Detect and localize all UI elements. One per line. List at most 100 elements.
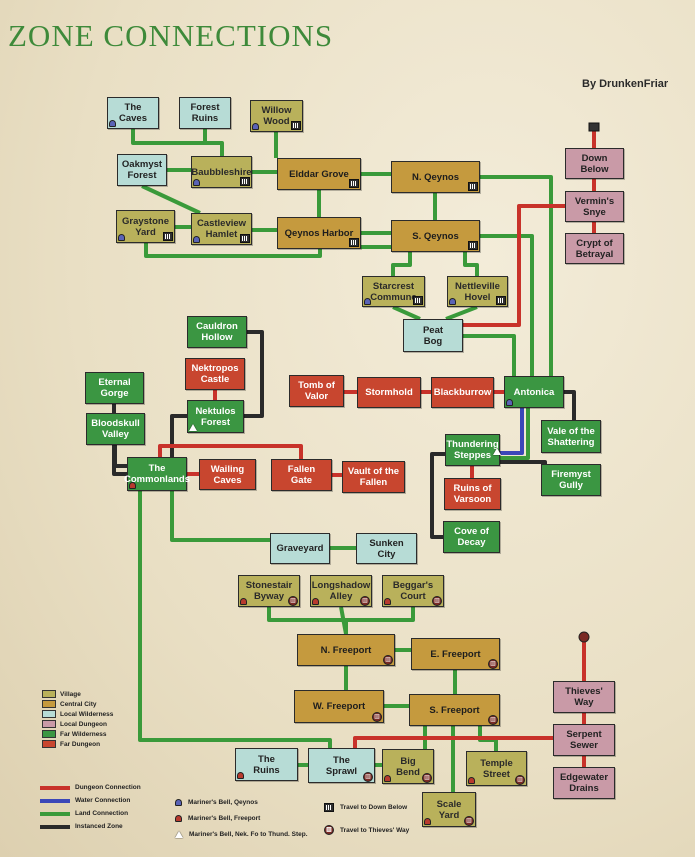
thieves-way-travel-icon: ▥ bbox=[324, 825, 334, 835]
zone-w-freeport: W. Freeport bbox=[294, 690, 384, 723]
thieves-way-travel-icon: ▥ bbox=[432, 596, 442, 606]
legend-line-swatch bbox=[40, 785, 70, 790]
zone-crypt-of-betrayal: Crypt of Betrayal bbox=[565, 233, 624, 264]
author-credit: By DrunkenFriar bbox=[582, 78, 669, 90]
connection-s-qeynos-to-starcrest-commune bbox=[391, 252, 412, 276]
zone-ruins-of-varsoon: Ruins of Varsoon bbox=[444, 478, 501, 510]
zone-stonestair-byway: Stonestair Byway bbox=[238, 575, 300, 607]
bell-qeynos-icon bbox=[175, 799, 182, 806]
thieves-way-travel-icon: ▥ bbox=[422, 773, 432, 783]
connection-the-commonlands-to-the-sprawl bbox=[138, 491, 332, 748]
thieves-way-travel-icon: ▥ bbox=[488, 715, 498, 725]
zone-longshadow-alley: Longshadow Alley bbox=[310, 575, 372, 607]
thieves-way-travel-icon: ▥ bbox=[488, 659, 498, 669]
bell-nek-icon bbox=[493, 448, 501, 455]
legend-marker-4: ▥ Travel to Thieves' Way bbox=[324, 825, 409, 835]
legend-item-water-connection: Water Connection bbox=[40, 797, 130, 804]
zone-tomb-of-valor: Tomb of Valor bbox=[289, 375, 344, 407]
legend-label: Far Wilderness bbox=[60, 730, 107, 738]
zone-thieves-way: Thieves' Way bbox=[553, 681, 615, 713]
connection-starcrest-commune-to-peat-bog bbox=[392, 305, 421, 321]
connection-serpent-sewer-to-the-sprawl bbox=[353, 736, 553, 748]
zone-oakmyst-forest: Oakmyst Forest bbox=[117, 154, 167, 186]
zone-s-qeynos: S. Qeynos bbox=[391, 220, 480, 252]
legend-line-swatch bbox=[40, 798, 70, 803]
zone-s-freeport: S. Freeport bbox=[409, 694, 500, 726]
legend-swatch bbox=[42, 740, 56, 748]
zone-stormhold: Stormhold bbox=[357, 377, 421, 408]
legend-swatch bbox=[42, 700, 56, 708]
thieves-way-travel-icon: ▥ bbox=[360, 596, 370, 606]
zone-qeynos-harbor: Qeynos Harbor bbox=[277, 217, 361, 249]
zone-blackburrow: Blackburrow bbox=[431, 377, 494, 408]
connection-antonica-to-thundering-steppes bbox=[500, 408, 524, 455]
connection-thundering-steppes-to-cove-of-decay bbox=[430, 452, 445, 539]
legend-swatch bbox=[42, 730, 56, 738]
legend-item-localwild: Local Wilderness bbox=[42, 710, 113, 718]
zone-bloodskull-valley: Bloodskull Valley bbox=[86, 413, 145, 445]
legend-marker-0: Mariner's Bell, Qeynos bbox=[175, 799, 258, 806]
zone-n-freeport: N. Freeport bbox=[297, 634, 395, 666]
legend-label: Water Connection bbox=[75, 797, 131, 804]
bell-qeynos-icon bbox=[252, 123, 259, 130]
legend-item-dungeon-connection: Dungeon Connection bbox=[40, 784, 141, 791]
down-below-travel-icon bbox=[496, 296, 506, 305]
thieves-way-travel-icon: ▥ bbox=[372, 712, 382, 722]
connection-stonestair-byway-to-n-freeport bbox=[267, 607, 348, 634]
legend-marker-2: Mariner's Bell, Nek. Fo to Thund. Step. bbox=[175, 831, 308, 838]
legend-marker-3: Travel to Down Below bbox=[324, 803, 407, 812]
zone-sunken-city: Sunken City bbox=[356, 533, 417, 564]
thieves-way-travel-icon: ▥ bbox=[515, 775, 525, 785]
thieves-way-travel-icon: ▥ bbox=[363, 772, 373, 782]
zone-forest-ruins: Forest Ruins bbox=[179, 97, 231, 129]
down-below-travel-icon bbox=[349, 179, 359, 188]
connection-vermins-snye-to-peat-bog bbox=[463, 204, 565, 327]
connection-nettleville-hovel-to-peat-bog bbox=[445, 305, 478, 321]
legend-label: Local Wilderness bbox=[60, 710, 114, 718]
legend-label: Land Connection bbox=[75, 810, 129, 817]
bell-freeport-icon bbox=[129, 482, 136, 489]
bell-freeport-icon bbox=[312, 598, 319, 605]
zone-thundering-steppes: Thundering Steppes bbox=[445, 434, 500, 466]
zone-vermins-snye: Vermin's Snye bbox=[565, 191, 624, 222]
legend-label: Travel to Down Below bbox=[340, 804, 408, 811]
thieves-way-travel-icon: ▥ bbox=[288, 596, 298, 606]
legend-item-fardng: Far Dungeon bbox=[42, 740, 100, 748]
down-below-travel-icon bbox=[468, 241, 478, 250]
bell-freeport-icon bbox=[384, 598, 391, 605]
legend-item-farwild: Far Wilderness bbox=[42, 730, 107, 738]
connection-bloodskull-valley-to-the-commonlands bbox=[113, 445, 127, 468]
connection-s-qeynos-to-antonica bbox=[480, 234, 534, 376]
down-below-travel-icon bbox=[324, 803, 334, 812]
zone-n-qeynos: N. Qeynos bbox=[391, 161, 480, 193]
zone-edgewater-drains: Edgewater Drains bbox=[553, 767, 615, 799]
connection-nektulos-forest-to-cauldron-hollow bbox=[244, 330, 264, 418]
connection-antonica-to-vale-of-the-shattering bbox=[564, 390, 576, 420]
down-below-travel-icon bbox=[163, 232, 173, 241]
zone-down-below: Down Below bbox=[565, 148, 624, 179]
bell-freeport-icon bbox=[237, 772, 244, 779]
zone-wailing-caves: Wailing Caves bbox=[199, 459, 256, 490]
legend-label: Mariner's Bell, Qeynos bbox=[188, 799, 258, 806]
connection-thundering-steppes-to-firemyst-gully bbox=[500, 460, 547, 464]
bell-qeynos-icon bbox=[193, 236, 200, 243]
connection-antonica-to-thundering-steppes bbox=[500, 408, 530, 460]
legend-item-instanced-connection: Instanced Zone bbox=[40, 823, 123, 830]
zone-firemyst-gully: Firemyst Gully bbox=[541, 464, 601, 496]
bell-freeport-icon bbox=[468, 777, 475, 784]
down-below-travel-icon bbox=[413, 296, 423, 305]
legend-label: Travel to Thieves' Way bbox=[340, 826, 410, 834]
legend-line-swatch bbox=[40, 811, 70, 816]
thieves-way-travel-icon: ▥ bbox=[464, 816, 474, 826]
legend-swatch bbox=[42, 720, 56, 728]
down-below-travel-icon bbox=[240, 234, 250, 243]
bell-qeynos-icon bbox=[109, 120, 116, 127]
legend-label: Mariner's Bell, Nek. Fo to Thund. Step. bbox=[189, 831, 308, 838]
connection-n-qeynos-to-antonica bbox=[480, 175, 553, 376]
connection-the-commonlands-to-graveyard bbox=[170, 491, 270, 542]
bell-qeynos-icon bbox=[118, 234, 125, 241]
zone-cauldron-hollow: Cauldron Hollow bbox=[187, 316, 247, 348]
bell-freeport-icon bbox=[424, 818, 431, 825]
legend-item-village: Village bbox=[42, 690, 81, 698]
connection-s-qeynos-to-nettleville-hovel bbox=[463, 252, 479, 276]
